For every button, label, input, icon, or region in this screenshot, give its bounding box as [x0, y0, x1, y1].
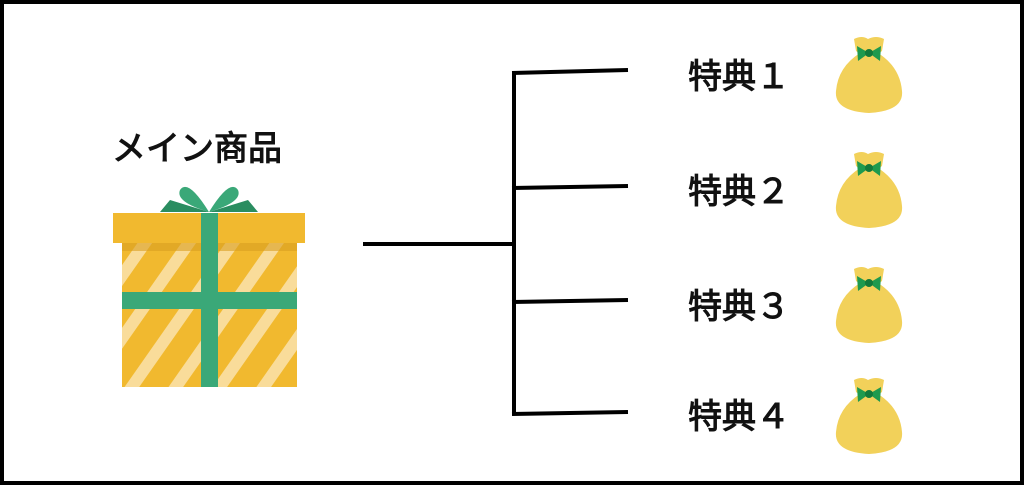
money-bag-icon	[835, 152, 903, 228]
connector-lines	[363, 68, 629, 416]
bonus-label-1: 特典１	[688, 57, 790, 97]
money-bag-icon	[835, 378, 903, 454]
main-product-label: メイン商品	[112, 129, 282, 169]
bonus-label-4: 特典４	[688, 397, 790, 437]
money-bag-icon	[835, 37, 903, 113]
bonus-label-2: 特典２	[688, 172, 790, 212]
money-bag-icon	[835, 267, 903, 343]
bonus-label-3: 特典３	[688, 287, 790, 327]
diagram-graphics	[113, 37, 903, 454]
gift-box-icon	[113, 186, 305, 387]
